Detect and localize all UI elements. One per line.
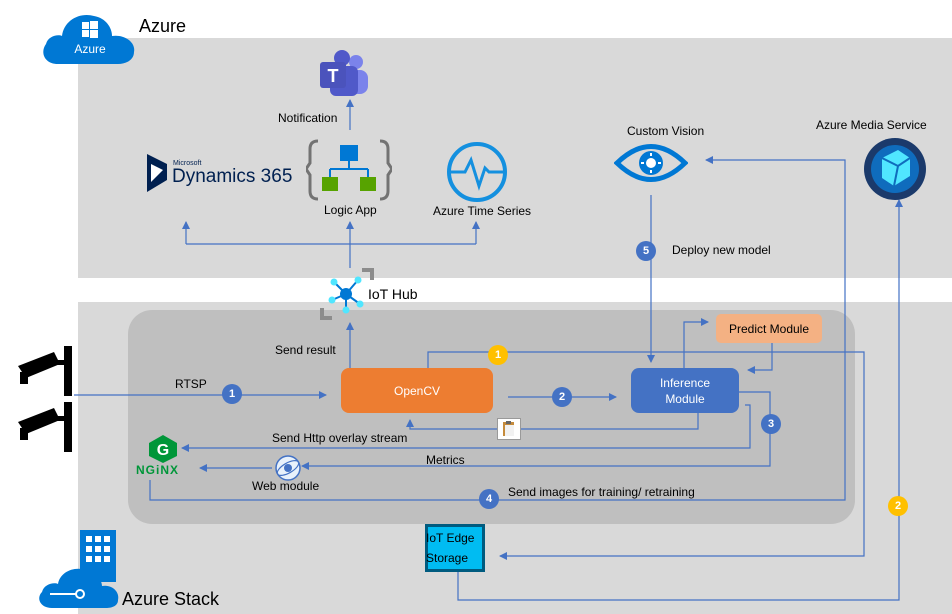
- azure-title: Azure: [139, 16, 187, 36]
- building-icon: [80, 530, 116, 582]
- training-label: Send images for training/ retraining: [508, 485, 695, 499]
- badge-yellow-2: 2: [888, 496, 908, 516]
- svg-text:G: G: [157, 442, 169, 459]
- dynamics-icon: [147, 154, 167, 192]
- storage-icon: [425, 524, 485, 572]
- opencv-label: OpenCV: [393, 383, 441, 398]
- inference-label-line2: Module: [665, 391, 705, 406]
- iot-hub-label: IoT Hub: [368, 286, 418, 302]
- azure-cloud-icon: [43, 14, 135, 64]
- logic-app-icon: [306, 139, 392, 201]
- send-result-label: Send result: [275, 343, 336, 357]
- overlay-label: Send Http overlay stream: [272, 431, 408, 445]
- badge-4: 4: [479, 489, 499, 509]
- notification-label: Notification: [278, 111, 338, 125]
- svg-text:T: T: [328, 66, 339, 86]
- inference-label-line1: Inference: [659, 375, 711, 390]
- dynamics-label: Dynamics 365: [172, 166, 293, 187]
- media-service-icon: [864, 138, 926, 200]
- predict-module[interactable]: Predict Module: [716, 314, 822, 343]
- azure-stack-cloud-icon: [39, 568, 119, 608]
- badge-1: 1: [222, 384, 242, 404]
- clipboard-icon: [497, 418, 521, 440]
- badge-yellow-1: 1: [488, 345, 508, 365]
- metrics-label: Metrics: [426, 453, 465, 467]
- web-module-label: Web module: [252, 479, 320, 493]
- badge-2: 2: [552, 387, 572, 407]
- storage-label: IoT Edge Storage: [426, 528, 486, 568]
- nginx-icon: G: [149, 435, 177, 463]
- dynamics-small-label: Microsoft: [173, 160, 202, 167]
- iot-hub-icon: [320, 268, 374, 320]
- storage-label-line2: Storage: [426, 551, 469, 565]
- nginx-label: NGiNX: [136, 463, 180, 477]
- opencv-module[interactable]: OpenCV: [341, 368, 493, 413]
- teams-icon: T: [320, 50, 368, 96]
- azure-cloud-label: Azure: [74, 42, 106, 56]
- badge-3: 3: [761, 414, 781, 434]
- time-series-label: Azure Time Series: [433, 204, 532, 218]
- web-module-icon: [275, 455, 301, 481]
- rtsp-label: RTSP: [175, 377, 207, 391]
- camera-icon: [18, 346, 72, 452]
- time-series-icon: [447, 142, 507, 202]
- logic-app-label: Logic App: [324, 203, 377, 217]
- azure-zone: [78, 38, 952, 278]
- badge-5: 5: [636, 241, 656, 261]
- media-service-label: Azure Media Service: [816, 118, 927, 132]
- custom-vision-label: Custom Vision: [627, 124, 705, 138]
- custom-vision-icon: [614, 144, 688, 182]
- azure-stack-title: Azure Stack: [122, 589, 220, 609]
- predict-label: Predict Module: [728, 321, 810, 336]
- deploy-label: Deploy new model: [672, 243, 771, 257]
- storage-label-line1: IoT Edge: [426, 531, 475, 545]
